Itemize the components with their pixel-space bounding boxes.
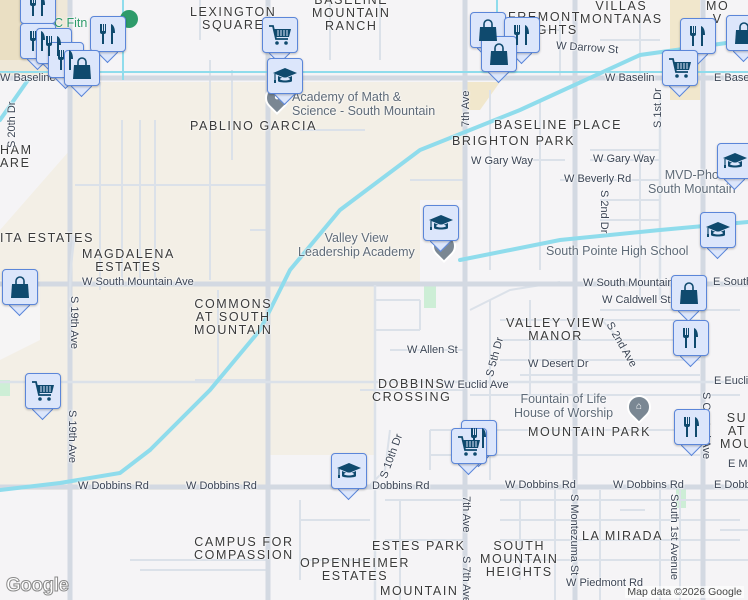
grocery-marker[interactable] — [262, 17, 298, 65]
fork-knife-icon — [30, 0, 45, 16]
graduation-cap-icon — [272, 67, 298, 84]
grocery-marker[interactable] — [25, 373, 61, 421]
shopping-marker[interactable] — [481, 36, 517, 84]
fork-knife-icon — [683, 328, 698, 348]
restaurant-marker[interactable] — [680, 18, 716, 66]
restaurant-marker[interactable] — [673, 320, 709, 368]
shopping-marker[interactable] — [726, 15, 748, 63]
grocery-marker[interactable] — [662, 50, 698, 98]
school-marker[interactable] — [717, 143, 748, 191]
shopping-bag-icon — [72, 57, 92, 80]
fork-knife-icon — [100, 24, 115, 44]
school-marker[interactable] — [267, 58, 303, 106]
restaurant-marker[interactable] — [90, 16, 126, 64]
shopping-cart-icon — [31, 381, 55, 402]
restaurant-marker[interactable] — [674, 409, 710, 457]
graduation-cap-icon — [722, 152, 748, 169]
shopping-cart-icon — [268, 25, 292, 46]
grocery-marker[interactable] — [451, 428, 487, 476]
shopping-marker[interactable] — [64, 50, 100, 98]
shopping-bag-icon — [10, 276, 30, 299]
restaurant-marker[interactable] — [504, 17, 540, 65]
shopping-marker[interactable] — [671, 275, 707, 323]
school-marker[interactable] — [331, 453, 367, 501]
map-attribution[interactable]: Map data ©2026 Google — [625, 586, 744, 598]
graduation-cap-icon — [705, 221, 731, 238]
restaurant-marker[interactable] — [20, 0, 56, 36]
graduation-cap-icon — [336, 462, 362, 479]
fork-knife-icon — [514, 25, 529, 45]
graduation-cap-icon — [428, 214, 454, 231]
fork-knife-icon — [684, 417, 699, 437]
restaurant-marker[interactable] — [36, 28, 72, 76]
shopping-cart-icon — [457, 436, 481, 457]
fork-knife-icon — [690, 26, 705, 46]
shopping-cart-icon — [668, 58, 692, 79]
school-marker[interactable] — [423, 205, 459, 253]
shopping-bag-icon — [489, 43, 509, 66]
shopping-bag-icon — [478, 19, 498, 42]
school-marker[interactable] — [700, 212, 736, 260]
shopping-marker[interactable] — [470, 12, 506, 60]
google-logo: Google — [5, 575, 69, 597]
shopping-bag-icon — [679, 282, 699, 305]
shopping-marker[interactable] — [2, 269, 38, 317]
shopping-bag-icon — [734, 22, 748, 45]
